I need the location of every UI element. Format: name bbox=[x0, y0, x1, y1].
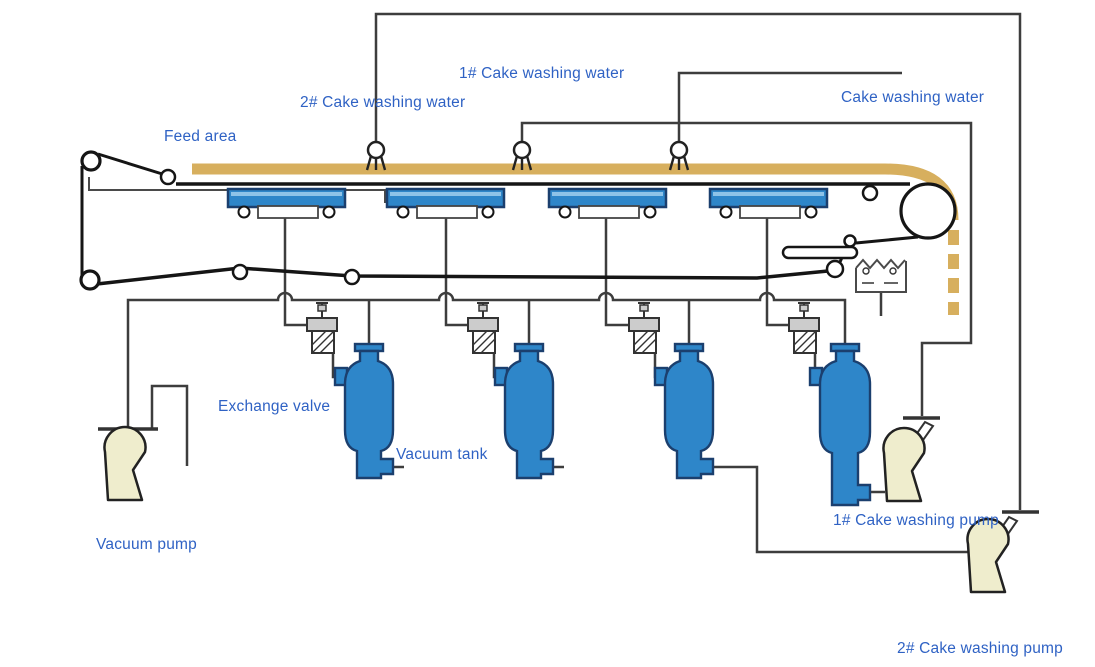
belt-roller-icon bbox=[231, 263, 249, 281]
label-exchange-valve: Exchange valve bbox=[218, 398, 330, 415]
wash-water-1-pipe bbox=[520, 121, 973, 416]
box-drain-1 bbox=[283, 218, 307, 327]
pumps bbox=[98, 416, 1039, 594]
exchange-valve-4 bbox=[788, 302, 820, 354]
label-wash-water: Cake washing water bbox=[841, 89, 984, 106]
label-wash-water-2: 2# Cake washing water bbox=[300, 94, 465, 111]
box-drain-3 bbox=[604, 218, 629, 327]
cake-washing-pump-2 bbox=[966, 517, 1010, 594]
vacuum-boxes bbox=[226, 187, 829, 220]
belt-roller-icon bbox=[343, 268, 361, 286]
label-wash-water-1: 1# Cake washing water bbox=[459, 65, 624, 82]
labels: Feed area 2# Cake washing water 1# Cake … bbox=[96, 65, 1063, 657]
label-feed-area: Feed area bbox=[164, 128, 237, 145]
belt-feed-slope bbox=[97, 152, 173, 179]
wash-water-2-pipe bbox=[374, 12, 1022, 510]
belt-roller-icon bbox=[159, 168, 177, 186]
vacuum-box-1 bbox=[226, 187, 347, 220]
tank3-to-pump2-pipe bbox=[713, 465, 970, 554]
vacuum-tank-4 bbox=[808, 342, 872, 507]
vacuum-box-2 bbox=[385, 187, 506, 220]
vacuum-pump bbox=[103, 425, 147, 502]
belt-roller-icon bbox=[843, 234, 857, 248]
label-wash-pump-1: 1# Cake washing pump bbox=[833, 512, 999, 529]
exchange-valve-3 bbox=[628, 302, 660, 354]
discharge-guide-bar bbox=[781, 245, 859, 260]
vacuum-header-pipe bbox=[126, 291, 847, 427]
cake-washing-water-pipe bbox=[677, 71, 902, 143]
vacuum-tank-1 bbox=[333, 342, 395, 480]
vacuum-tank-3 bbox=[653, 342, 715, 480]
belt-return-strand bbox=[96, 266, 829, 286]
vacuum-tanks bbox=[333, 342, 872, 507]
discharge-pulley bbox=[899, 182, 957, 240]
cake-washing-pump-1 bbox=[882, 426, 926, 503]
label-wash-pump-2: 2# Cake washing pump bbox=[897, 640, 1063, 657]
vacuum-pump-exhaust-pipe bbox=[150, 384, 189, 466]
belt-roller-icon bbox=[825, 259, 845, 279]
cake-discharge-dash bbox=[948, 230, 959, 245]
exchange-valve-2 bbox=[467, 302, 499, 354]
tail-pulley bbox=[79, 269, 101, 291]
label-vacuum-tank: Vacuum tank bbox=[396, 446, 488, 463]
head-pulley bbox=[80, 150, 102, 172]
filter-belt bbox=[79, 150, 957, 291]
belt-roller-icon bbox=[861, 184, 879, 202]
box-drain-4 bbox=[765, 218, 789, 327]
tray-debris-icon bbox=[862, 267, 870, 275]
vacuum-box-4 bbox=[708, 187, 829, 220]
cake-discharge-dash bbox=[948, 278, 959, 293]
vacuum-box-3 bbox=[547, 187, 668, 220]
tray-outline bbox=[855, 258, 907, 293]
box-drain-2 bbox=[444, 218, 468, 327]
tank-riser-pipes bbox=[367, 300, 691, 348]
belt-wash-tray bbox=[855, 258, 907, 293]
label-vacuum-pump: Vacuum pump bbox=[96, 536, 197, 553]
cake-discharge-dash bbox=[948, 254, 959, 269]
exchange-valve-1 bbox=[306, 302, 338, 354]
cake-discharge-dash bbox=[948, 302, 959, 315]
tray-debris-icon bbox=[889, 267, 897, 275]
vacuum-tank-2 bbox=[493, 342, 555, 480]
